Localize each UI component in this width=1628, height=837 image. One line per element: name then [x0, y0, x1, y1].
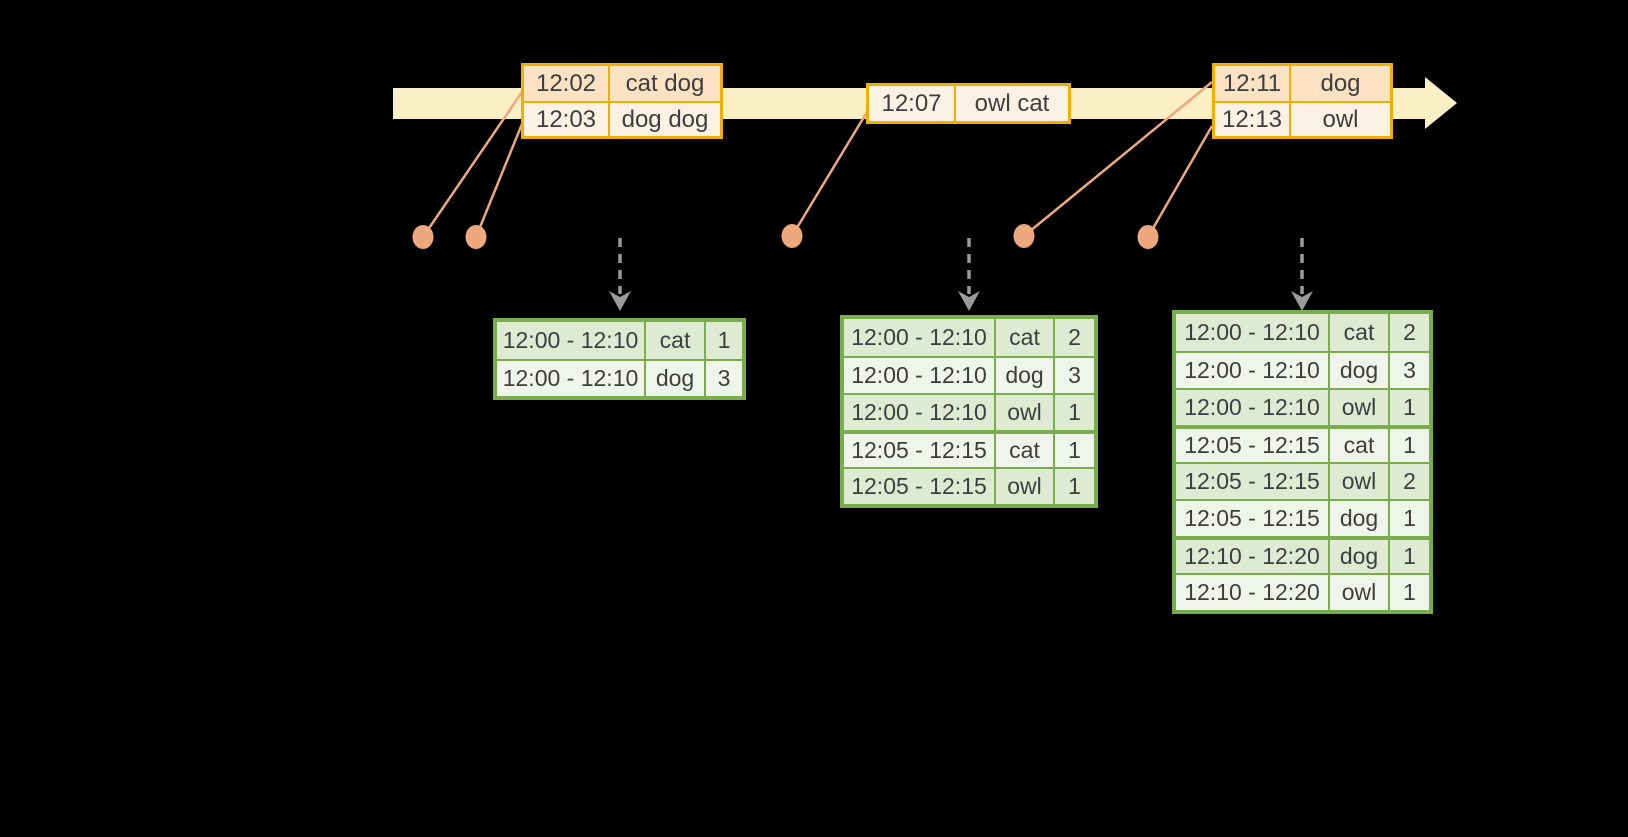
event-time-cell: 12:11 — [1215, 66, 1289, 101]
word-cell: owl — [994, 469, 1053, 504]
count-cell: 1 — [1388, 501, 1429, 536]
window-cell: 12:05 - 12:15 — [1176, 429, 1328, 462]
window-cell: 12:00 - 12:10 — [497, 361, 644, 396]
window-cell: 12:00 - 12:10 — [497, 322, 644, 359]
window-cell: 12:00 - 12:10 — [844, 319, 994, 356]
result-row: 12:00 - 12:10 dog 3 — [1176, 351, 1429, 388]
word-cell: owl — [1328, 464, 1388, 499]
trigger-arrowhead-icon — [1291, 291, 1313, 311]
word-cell: owl — [994, 395, 1053, 430]
result-row: 12:00 - 12:10 cat 2 — [844, 319, 1094, 356]
result-row: 12:00 - 12:10 cat 1 — [497, 322, 742, 359]
event-dot — [412, 225, 434, 249]
result-row: 12:05 - 12:15 owl 2 — [1176, 462, 1429, 499]
window-cell: 12:10 - 12:20 — [1176, 540, 1328, 573]
word-cell: owl — [1328, 390, 1388, 425]
word-cell: dog — [1328, 540, 1388, 573]
window-cell: 12:00 - 12:10 — [1176, 314, 1328, 351]
word-cell: dog — [644, 361, 704, 396]
result-table-2: 12:00 - 12:10 cat 2 12:00 - 12:10 dog 3 … — [840, 315, 1098, 508]
event-row: 12:02 cat dog — [524, 66, 720, 101]
window-cell: 12:05 - 12:15 — [844, 434, 994, 467]
event-box-1207: 12:07 owl cat — [866, 83, 1071, 124]
event-connector-line — [1146, 125, 1214, 238]
event-connector-line — [1023, 81, 1213, 237]
event-connector-line — [474, 123, 524, 238]
window-cell: 12:05 - 12:15 — [1176, 464, 1328, 499]
event-time-cell: 12:07 — [869, 86, 954, 121]
result-row: 12:00 - 12:10 owl 1 — [844, 393, 1094, 430]
trigger-arrowhead-icon — [958, 291, 980, 311]
trigger-arrows — [609, 238, 1313, 311]
result-row: 12:10 - 12:20 dog 1 — [1176, 536, 1429, 573]
event-words-cell: owl cat — [954, 86, 1068, 121]
count-cell: 1 — [1388, 540, 1429, 573]
trigger-arrowhead-icon — [609, 291, 631, 311]
word-cell: cat — [994, 434, 1053, 467]
count-cell: 1 — [1388, 575, 1429, 610]
window-cell: 12:05 - 12:15 — [844, 469, 994, 504]
word-cell: cat — [1328, 314, 1388, 351]
count-cell: 2 — [1388, 464, 1429, 499]
word-cell: cat — [1328, 429, 1388, 462]
event-dot — [1137, 225, 1159, 249]
event-row: 12:07 owl cat — [869, 86, 1068, 121]
event-dot — [1013, 224, 1035, 248]
event-connector-line — [790, 111, 869, 237]
event-time-cell: 12:03 — [524, 103, 608, 136]
count-cell: 3 — [1388, 353, 1429, 388]
word-cell: cat — [644, 322, 704, 359]
count-cell: 3 — [704, 361, 742, 396]
event-box-1211-1213: 12:11 dog 12:13 owl — [1212, 63, 1393, 139]
event-row: 12:03 dog dog — [524, 101, 720, 136]
result-table-1: 12:00 - 12:10 cat 1 12:00 - 12:10 dog 3 — [493, 318, 746, 400]
count-cell: 1 — [1388, 390, 1429, 425]
count-cell: 1 — [1388, 429, 1429, 462]
event-row: 12:11 dog — [1215, 66, 1390, 101]
word-cell: dog — [1328, 353, 1388, 388]
window-cell: 12:00 - 12:10 — [844, 358, 994, 393]
window-cell: 12:00 - 12:10 — [844, 395, 994, 430]
event-words-cell: cat dog — [608, 66, 720, 101]
event-time-cell: 12:02 — [524, 66, 608, 101]
word-cell: cat — [994, 319, 1053, 356]
window-cell: 12:05 - 12:15 — [1176, 501, 1328, 536]
event-box-1202-1203: 12:02 cat dog 12:03 dog dog — [521, 63, 723, 139]
result-row: 12:00 - 12:10 cat 2 — [1176, 314, 1429, 351]
count-cell: 2 — [1053, 319, 1094, 356]
event-connector-line — [421, 91, 524, 238]
result-row: 12:00 - 12:10 owl 1 — [1176, 388, 1429, 425]
count-cell: 2 — [1388, 314, 1429, 351]
event-dot — [465, 225, 487, 249]
window-cell: 12:00 - 12:10 — [1176, 390, 1328, 425]
window-cell: 12:10 - 12:20 — [1176, 575, 1328, 610]
word-cell: owl — [1328, 575, 1388, 610]
event-time-cell: 12:13 — [1215, 103, 1289, 136]
window-cell: 12:00 - 12:10 — [1176, 353, 1328, 388]
result-row: 12:00 - 12:10 dog 3 — [497, 359, 742, 396]
event-words-cell: dog dog — [608, 103, 720, 136]
event-words-cell: dog — [1289, 66, 1390, 101]
event-connectors — [421, 81, 1214, 238]
count-cell: 3 — [1053, 358, 1094, 393]
result-row: 12:05 - 12:15 cat 1 — [844, 430, 1094, 467]
count-cell: 1 — [704, 322, 742, 359]
count-cell: 1 — [1053, 469, 1094, 504]
result-row: 12:10 - 12:20 owl 1 — [1176, 573, 1429, 610]
count-cell: 1 — [1053, 395, 1094, 430]
event-dots — [412, 224, 1159, 249]
word-cell: dog — [1328, 501, 1388, 536]
event-row: 12:13 owl — [1215, 101, 1390, 136]
result-row: 12:05 - 12:15 dog 1 — [1176, 499, 1429, 536]
event-dot — [781, 224, 803, 248]
timeline-arrowhead-icon — [1425, 77, 1457, 129]
result-row: 12:05 - 12:15 cat 1 — [1176, 425, 1429, 462]
count-cell: 1 — [1053, 434, 1094, 467]
event-words-cell: owl — [1289, 103, 1390, 136]
result-table-3: 12:00 - 12:10 cat 2 12:00 - 12:10 dog 3 … — [1172, 310, 1433, 614]
word-cell: dog — [994, 358, 1053, 393]
result-row: 12:05 - 12:15 owl 1 — [844, 467, 1094, 504]
result-row: 12:00 - 12:10 dog 3 — [844, 356, 1094, 393]
